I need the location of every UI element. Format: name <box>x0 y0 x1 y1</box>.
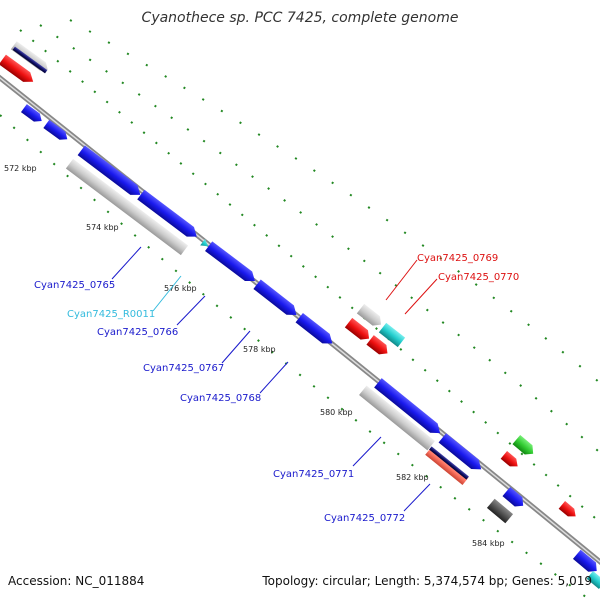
tick-584: 584 kbp <box>472 539 505 548</box>
gene-red-582[interactable] <box>500 451 521 470</box>
gene-top-navy[interactable] <box>12 46 48 74</box>
tick-580: 580 kbp <box>320 408 353 417</box>
label-cyan7425-0772[interactable]: Cyan7425_0772 <box>324 513 405 524</box>
gene-green-trna[interactable] <box>512 434 537 458</box>
outer-dots-ring-1 <box>19 29 600 524</box>
gene-0772-pseudo[interactable] <box>425 447 469 485</box>
label-cyan7425-0766[interactable]: Cyan7425_0766 <box>97 327 178 338</box>
gene-blue-a[interactable] <box>20 104 45 125</box>
map-title: Cyanothece sp. PCC 7425, complete genome <box>141 10 459 26</box>
tick-576: 576 kbp <box>164 284 197 293</box>
gene-red-584[interactable] <box>558 501 579 520</box>
tick-574: 574 kbp <box>86 223 119 232</box>
gene-cyan7425-0767[interactable] <box>253 279 300 319</box>
gene-red-0769[interactable] <box>344 317 373 343</box>
gene-cyan7425-0766[interactable] <box>205 241 259 285</box>
gene-cyan7425-0770[interactable] <box>378 322 406 348</box>
gene-blue-584[interactable] <box>502 486 527 510</box>
label-cyan7425-0769[interactable]: Cyan7425_0769 <box>417 253 498 264</box>
gene-cyan7425-0765-bar[interactable] <box>65 158 189 256</box>
gene-top-red[interactable] <box>0 54 37 87</box>
gene-blue-edge[interactable] <box>572 549 600 576</box>
gene-cyan7425-0765-a[interactable] <box>77 145 144 200</box>
label-cyan7425-0771[interactable]: Cyan7425_0771 <box>273 469 354 480</box>
tick-578: 578 kbp <box>243 345 276 354</box>
genome-summary-text: Topology: circular; Length: 5,374,574 bp… <box>262 574 592 588</box>
gene-cyan7425-0771[interactable] <box>374 378 444 438</box>
tick-572: 572 kbp <box>4 164 37 173</box>
inner-dots-ring <box>0 114 591 600</box>
gene-cyan7425-r0011[interactable] <box>200 239 210 250</box>
leader-lines <box>111 246 438 512</box>
gene-dark-584[interactable] <box>486 498 514 524</box>
gene-cyan7425-0769[interactable] <box>356 303 385 329</box>
label-cyan7425-0770[interactable]: Cyan7425_0770 <box>438 272 519 283</box>
tick-582: 582 kbp <box>396 473 429 482</box>
gene-blue-b[interactable] <box>43 119 70 143</box>
label-cyan7425-0765[interactable]: Cyan7425_0765 <box>34 280 115 291</box>
label-cyan7425-r0011[interactable]: Cyan7425_R0011 <box>67 309 155 320</box>
outer-dots-ring-2 <box>39 24 600 454</box>
gene-red-small[interactable] <box>366 335 391 358</box>
label-cyan7425-0768[interactable]: Cyan7425_0768 <box>180 393 261 404</box>
gene-cyan7425-0771-bar[interactable] <box>359 385 435 451</box>
gene-0772-navy[interactable] <box>429 446 469 480</box>
gene-cyan7425-0765-b[interactable] <box>137 189 200 242</box>
accession-text: Accession: NC_011884 <box>8 574 145 588</box>
gene-cyan7425-0772[interactable] <box>438 433 485 474</box>
gene-cyan-edge[interactable] <box>586 571 600 589</box>
label-cyan7425-0767[interactable]: Cyan7425_0767 <box>143 363 224 374</box>
gene-cyan7425-0768[interactable] <box>295 312 336 348</box>
gene-top-gray[interactable] <box>10 41 51 74</box>
